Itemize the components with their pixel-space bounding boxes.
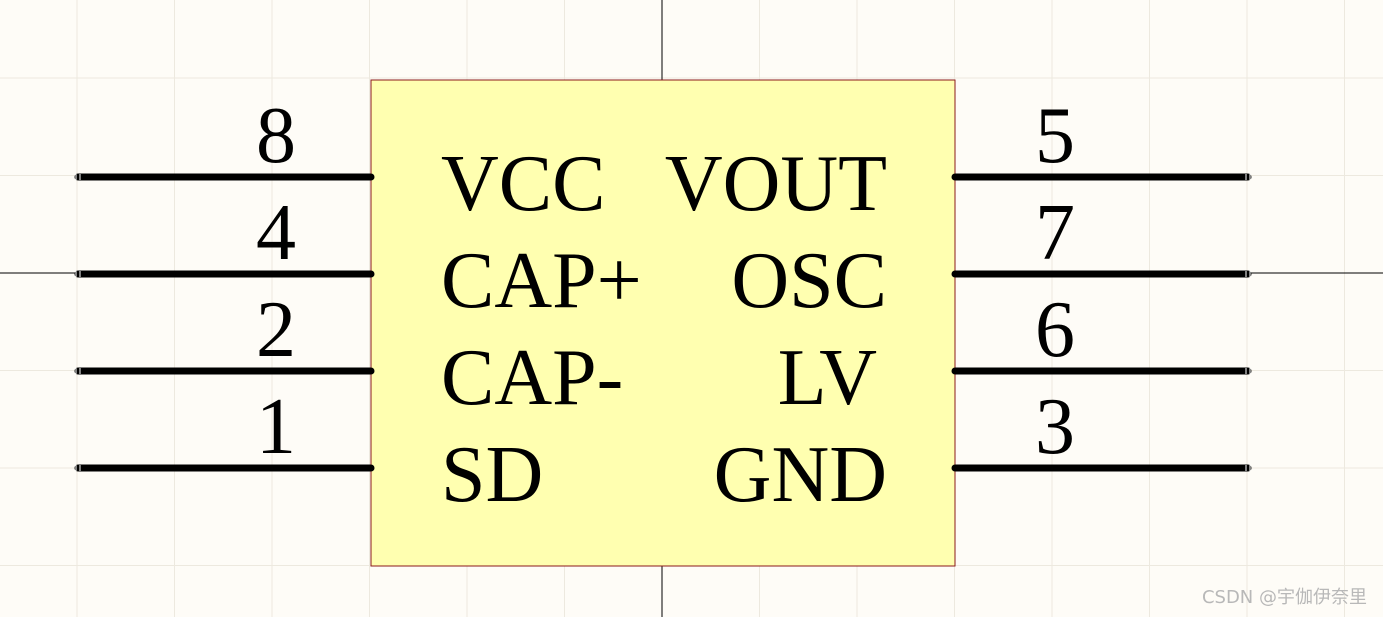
pin-number: 7 bbox=[1035, 189, 1075, 277]
pin-right[interactable]: 7 OSC bbox=[731, 189, 1252, 325]
pin-number: 4 bbox=[256, 189, 296, 277]
pin-name: VCC bbox=[441, 140, 606, 228]
pin-name: GND bbox=[714, 431, 887, 519]
pin-number: 2 bbox=[256, 286, 296, 374]
pin-name: OSC bbox=[731, 237, 887, 325]
pin-number: 3 bbox=[1035, 383, 1075, 471]
pin-left[interactable]: 4 CAP+ bbox=[74, 189, 642, 325]
pin-left[interactable]: 1 SD bbox=[74, 383, 543, 519]
pin-name: CAP- bbox=[441, 334, 623, 422]
pin-number: 1 bbox=[256, 383, 296, 471]
watermark: CSDN @宇伽伊奈里 bbox=[1201, 587, 1367, 608]
pin-name: LV bbox=[778, 334, 877, 422]
pin-name: VOUT bbox=[665, 140, 887, 228]
pin-right[interactable]: 5 VOUT bbox=[665, 92, 1252, 228]
pin-end-markers bbox=[75, 174, 1251, 471]
pin-left[interactable]: 8 VCC bbox=[74, 92, 606, 228]
pin-number: 8 bbox=[256, 92, 296, 180]
pin-number: 6 bbox=[1035, 286, 1075, 374]
pin-left[interactable]: 2 CAP- bbox=[74, 286, 623, 422]
pin-right[interactable]: 3 GND bbox=[714, 383, 1252, 519]
component-body[interactable] bbox=[370, 79, 956, 567]
pin-name: SD bbox=[441, 431, 543, 519]
pin-name: CAP+ bbox=[441, 237, 642, 325]
pin-number: 5 bbox=[1035, 92, 1075, 180]
pin-right[interactable]: 6 LV bbox=[778, 286, 1252, 422]
